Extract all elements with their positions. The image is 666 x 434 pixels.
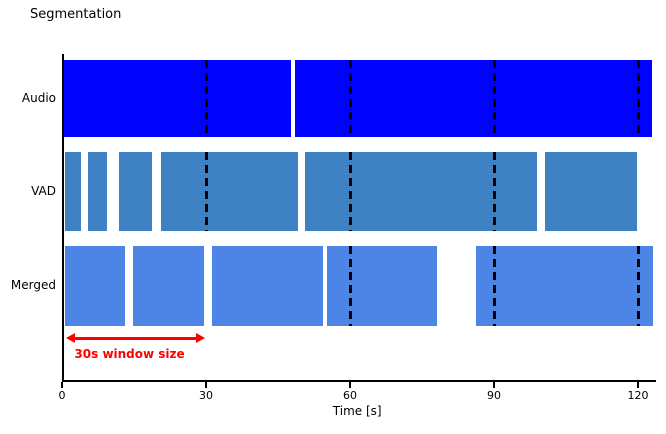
window-boundary-line [348,60,352,137]
segment-audio [294,60,652,137]
x-tick-mark [349,382,351,388]
window-boundary-line [636,246,640,326]
segment-merged [133,246,205,326]
y-axis-line [62,54,64,380]
window-boundary-line [348,152,352,231]
x-tick-label: 30 [199,389,213,402]
x-tick-label: 0 [58,389,66,402]
segment-vad [544,152,638,231]
x-tick-label: 120 [627,389,649,402]
x-tick-label: 60 [343,389,357,402]
x-tick-mark [637,382,639,388]
segment-vad [64,152,82,231]
segment-vad [119,152,153,231]
x-tick-label: 90 [487,389,501,402]
window-size-arrow-line [72,337,200,340]
segment-merged [476,246,653,326]
window-size-arrow-right-head [196,333,206,343]
window-boundary-line [348,246,352,326]
x-tick-mark [205,382,207,388]
segment-vad [304,152,538,231]
segment-vad [87,152,108,231]
x-tick-mark [493,382,495,388]
row-label-audio: Audio [21,90,56,105]
window-boundary-line [492,152,496,231]
window-boundary-line [204,152,208,231]
window-size-label: 30s window size [74,347,185,361]
chart-title: Segmentation [30,7,122,22]
window-size-arrow-left-head [66,333,75,343]
segment-merged [212,246,324,326]
window-boundary-line [492,60,496,137]
x-tick-mark [61,382,63,388]
window-boundary-line [636,60,640,137]
segment-vad [160,152,299,231]
segment-merged [64,246,125,326]
row-label-vad: VAD [31,183,56,198]
window-boundary-line [492,246,496,326]
row-label-merged: Merged [10,278,56,292]
segment-audio [63,60,291,137]
x-axis-title: Time [s] [332,404,382,418]
window-boundary-line [204,60,208,137]
segment-merged [326,246,437,326]
x-axis-line [62,380,656,382]
